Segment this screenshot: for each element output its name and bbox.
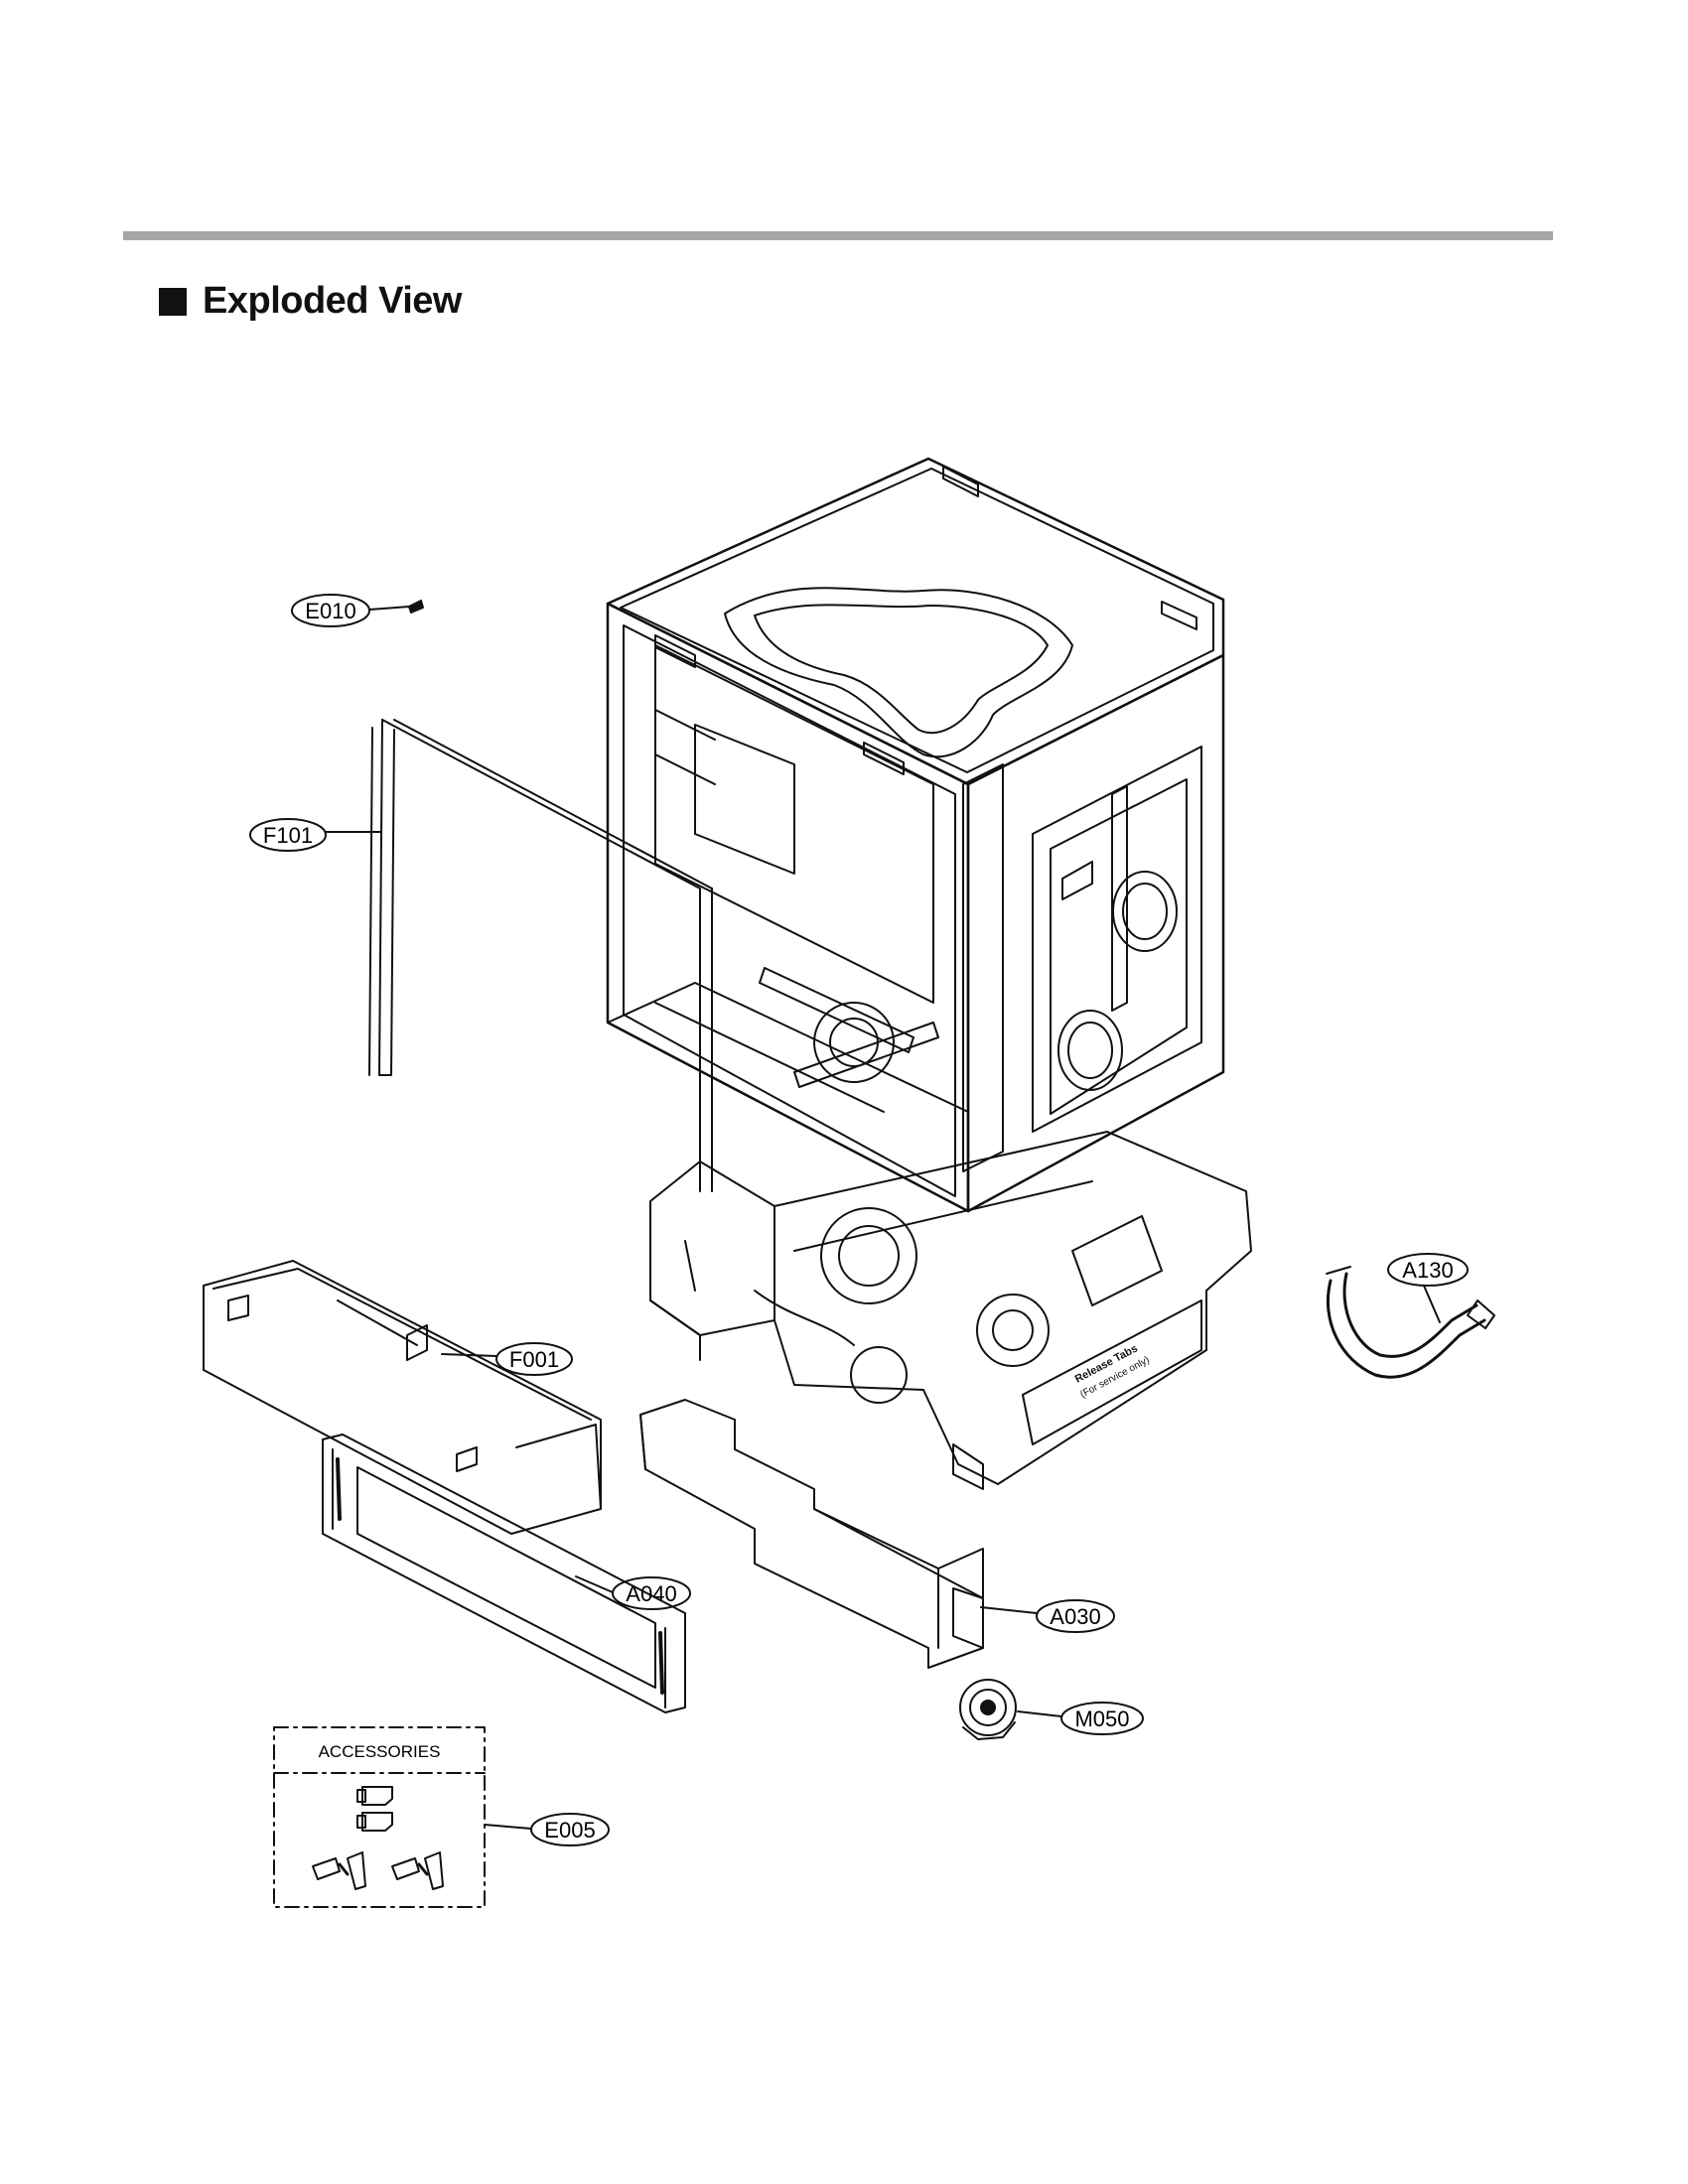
callout-f001: F001	[441, 1342, 573, 1376]
pump-m050	[959, 1679, 1017, 1740]
door-gasket-f101	[368, 719, 713, 1192]
svg-text:A040: A040	[626, 1581, 676, 1606]
svg-text:F101: F101	[263, 823, 313, 848]
bullet-square-icon	[159, 287, 187, 316]
callout-a030: A030	[980, 1599, 1115, 1633]
callout-m050: M050	[1017, 1702, 1144, 1735]
header-rule	[123, 231, 1553, 240]
svg-text:A130: A130	[1402, 1258, 1453, 1283]
svg-text:F001: F001	[509, 1347, 559, 1372]
accessories-box	[273, 1726, 486, 1908]
section-heading: Exploded View	[159, 280, 462, 323]
callout-e005: E005	[484, 1813, 610, 1846]
tub-assembly	[606, 457, 1225, 1213]
svg-text:E005: E005	[544, 1818, 595, 1843]
svg-text:E010: E010	[305, 599, 355, 623]
base-assembly	[649, 1131, 1252, 1490]
page-title: Exploded View	[203, 280, 462, 322]
svg-text:A030: A030	[1050, 1604, 1100, 1629]
callout-a040: A040	[575, 1575, 691, 1610]
callout-e010: E010	[291, 594, 410, 627]
drain-hose-a130	[1326, 1266, 1495, 1379]
base-plate-f001	[203, 1260, 602, 1535]
part-e010	[408, 600, 424, 614]
accessories-label: ACCESSORIES	[319, 1742, 441, 1761]
callout-f101: F101	[249, 818, 381, 852]
callout-a130: A130	[1387, 1253, 1469, 1323]
insulation-a030	[639, 1399, 984, 1669]
toe-kick-a040	[322, 1433, 686, 1713]
svg-text:M050: M050	[1074, 1706, 1129, 1731]
